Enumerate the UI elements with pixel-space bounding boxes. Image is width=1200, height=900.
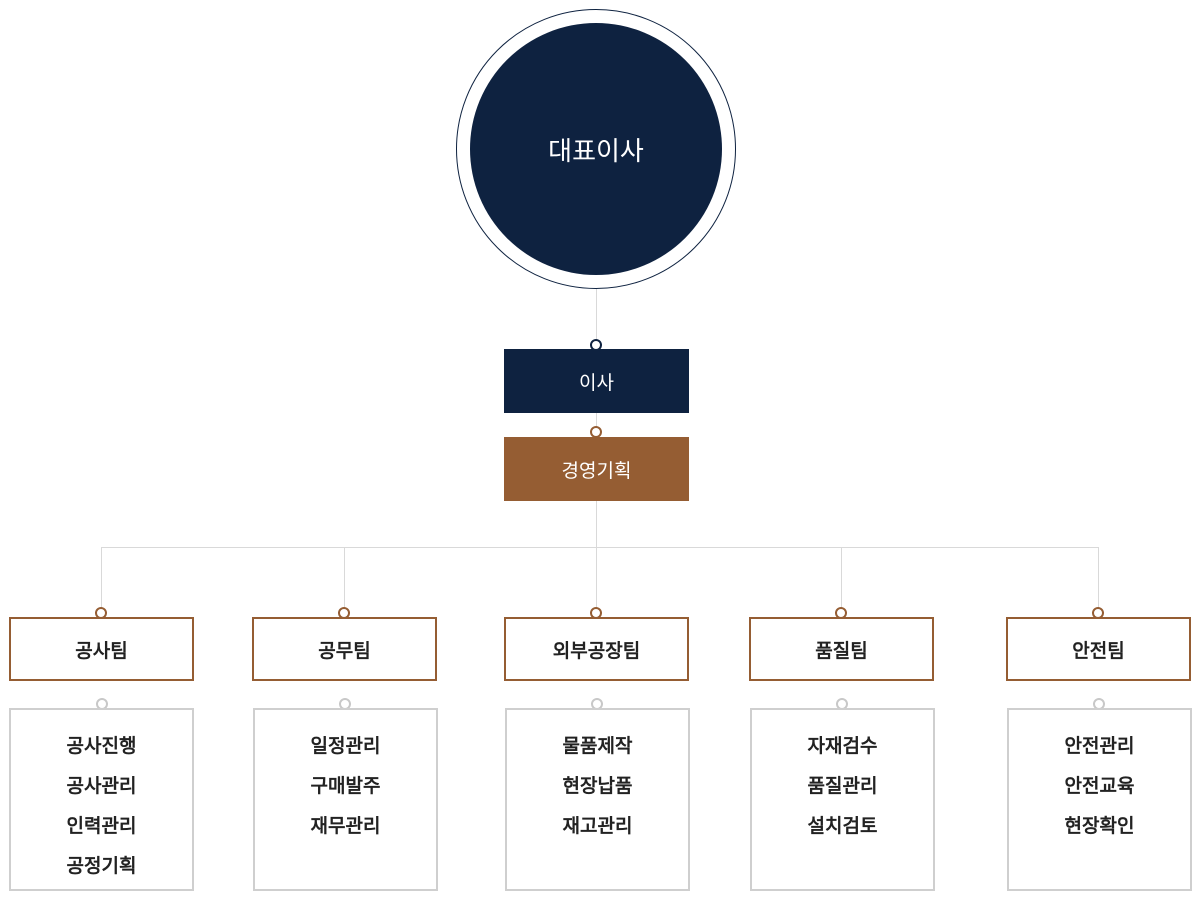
task-item: 재고관리 <box>562 815 633 837</box>
task-list: 물품제작 현장납품 재고관리 <box>505 708 690 891</box>
ceo-label: 대표이사 <box>548 136 644 167</box>
task-item: 안전교육 <box>1064 775 1135 797</box>
task-item: 품질관리 <box>807 775 878 797</box>
director-label: 이사 <box>579 371 614 394</box>
bus-to-team-connector <box>344 547 345 613</box>
task-list: 자재검수 품질관리 설치검토 <box>750 708 935 891</box>
task-list: 일정관리 구매발주 재무관리 <box>253 708 438 891</box>
team-label: 품질팀 <box>815 639 868 662</box>
bus-to-team-connector <box>596 547 597 613</box>
task-item: 구매발주 <box>310 775 381 797</box>
task-item: 공사진행 <box>66 735 137 757</box>
planning-to-bus-connector <box>596 501 597 547</box>
team-node: 품질팀 <box>749 617 934 681</box>
ceo-node: 대표이사 <box>470 23 722 275</box>
task-item: 설치검토 <box>807 815 878 837</box>
team-label: 안전팀 <box>1072 639 1125 662</box>
team-label: 외부공장팀 <box>552 639 641 662</box>
planning-connector-dot <box>590 426 602 438</box>
task-list: 안전관리 안전교육 현장확인 <box>1007 708 1192 891</box>
director-to-planning-connector <box>596 413 597 437</box>
bus-to-team-connector <box>101 547 102 613</box>
task-item: 자재검수 <box>807 735 878 757</box>
team-label: 공무팀 <box>318 639 371 662</box>
team-bus-connector <box>101 547 1099 548</box>
team-node: 안전팀 <box>1006 617 1191 681</box>
task-item: 일정관리 <box>310 735 381 757</box>
task-item: 안전관리 <box>1064 735 1135 757</box>
task-item: 공사관리 <box>66 775 137 797</box>
task-item: 현장확인 <box>1064 815 1135 837</box>
director-node: 이사 <box>504 349 689 413</box>
task-item: 인력관리 <box>66 815 137 837</box>
ceo-to-director-connector <box>596 289 597 349</box>
planning-label: 경영기획 <box>561 459 632 482</box>
team-label: 공사팀 <box>75 639 128 662</box>
task-item: 현장납품 <box>562 775 633 797</box>
task-item: 물품제작 <box>562 735 633 757</box>
bus-to-team-connector <box>841 547 842 613</box>
task-list: 공사진행 공사관리 인력관리 공정기획 <box>9 708 194 891</box>
team-node: 외부공장팀 <box>504 617 689 681</box>
team-node: 공무팀 <box>252 617 437 681</box>
team-node: 공사팀 <box>9 617 194 681</box>
task-item: 재무관리 <box>310 815 381 837</box>
bus-to-team-connector <box>1098 547 1099 613</box>
planning-node: 경영기획 <box>504 437 689 501</box>
director-connector-dot <box>590 339 602 351</box>
task-item: 공정기획 <box>66 855 137 877</box>
